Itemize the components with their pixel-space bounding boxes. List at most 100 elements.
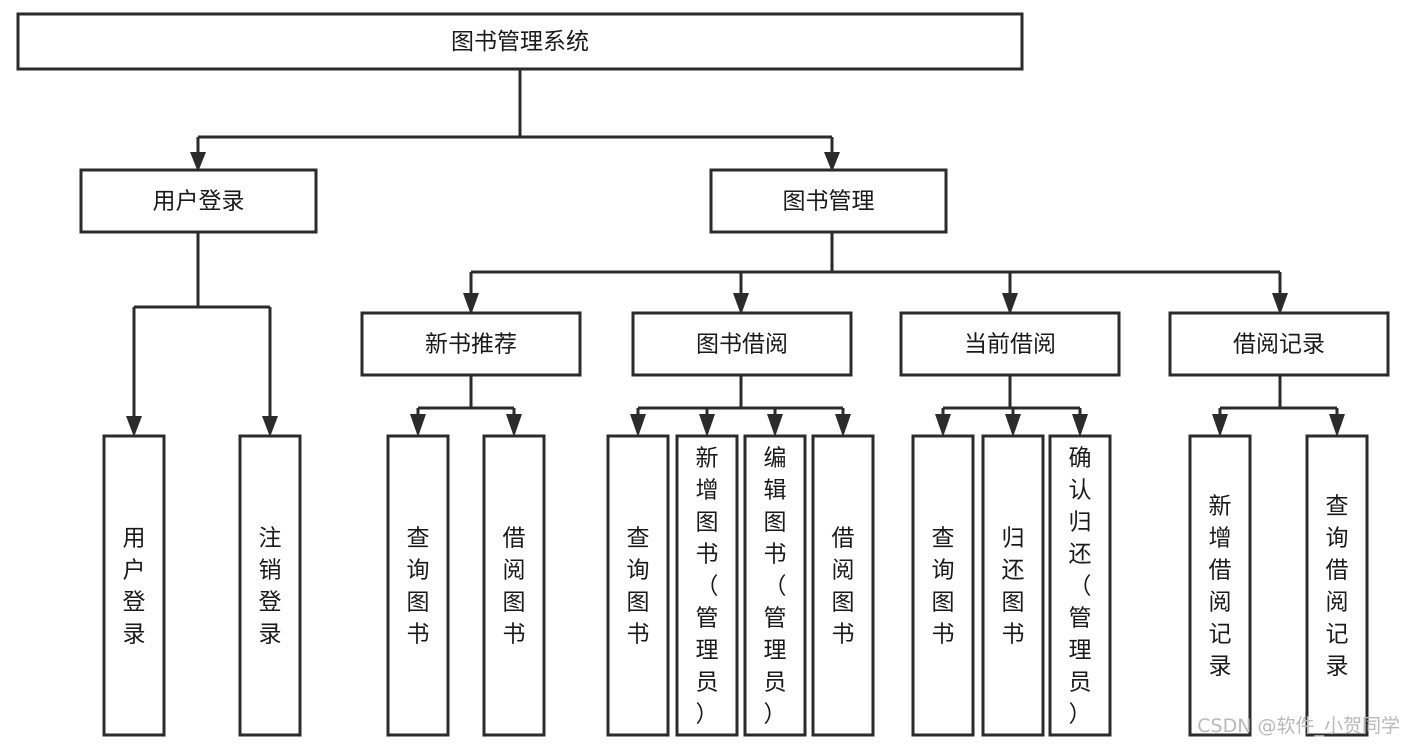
- node-label-char: 图: [932, 590, 955, 616]
- node-box-leaf-logout[interactable]: [238, 434, 302, 737]
- node-box-leaf-add-record[interactable]: [1188, 434, 1252, 737]
- node-label-char: 还: [1069, 542, 1092, 568]
- node-label-char: 新: [696, 446, 719, 472]
- node-box-leaf-user-login[interactable]: [102, 434, 166, 737]
- node-label-char: （: [696, 574, 719, 600]
- node-book-manage[interactable]: 图书管理: [709, 168, 948, 234]
- watermark-label: CSDN @软件_小贺同学: [1197, 715, 1400, 737]
- node-leaf-user-login[interactable]: 用户登录用户登录: [102, 434, 166, 737]
- node-label-char: 书: [627, 622, 650, 648]
- node-leaf-borrow-book-2[interactable]: 借阅图书借阅图书: [811, 434, 875, 737]
- node-label-char: 录: [259, 622, 282, 648]
- node-box-leaf-add-book[interactable]: [675, 434, 739, 737]
- node-label-char: 编: [764, 446, 787, 472]
- node-borrow-record[interactable]: 借阅记录: [1168, 311, 1390, 377]
- node-box-leaf-confirm-return[interactable]: [1048, 434, 1112, 737]
- node-box-book-manage[interactable]: [709, 168, 948, 234]
- arrow-head-leaf-add-book: [699, 414, 715, 437]
- node-label-char: 图: [407, 590, 430, 616]
- arrow-head-new-book-recommend: [463, 293, 479, 315]
- arrow-head-leaf-borrow-book-1: [506, 414, 522, 437]
- node-label-char: （: [1069, 574, 1092, 600]
- node-label-char: 理: [764, 638, 787, 664]
- arrow-head-leaf-add-record: [1212, 414, 1228, 437]
- node-label-char: 确: [1069, 446, 1092, 472]
- node-label-user-login: 用户登录: [153, 189, 245, 215]
- node-root[interactable]: 图书管理系统: [16, 12, 1024, 71]
- node-box-leaf-query-book-2[interactable]: [606, 434, 670, 737]
- node-label-char: 查: [1326, 494, 1349, 520]
- node-label-char: 录: [123, 622, 146, 648]
- arrow-head-leaf-logout: [262, 416, 278, 437]
- node-box-leaf-borrow-book-2[interactable]: [811, 434, 875, 737]
- node-label-char: 管: [1069, 606, 1092, 632]
- node-label-char: 书: [407, 622, 430, 648]
- node-label-char: ）: [696, 702, 719, 728]
- node-label-char: 图: [696, 510, 719, 536]
- node-box-current-borrow[interactable]: [899, 311, 1121, 377]
- node-label-char: 询: [1326, 526, 1349, 552]
- node-box-leaf-query-record[interactable]: [1305, 434, 1369, 737]
- node-label-char: 借: [1326, 558, 1349, 584]
- node-leaf-query-record[interactable]: 查询借阅记录查询借阅记录: [1305, 434, 1369, 737]
- node-label-char: 增: [696, 478, 719, 504]
- arrow-head-borrow-record: [1272, 293, 1288, 315]
- arrow-head-leaf-user-login: [126, 416, 142, 437]
- node-box-root[interactable]: [16, 12, 1024, 71]
- arrow-head-leaf-query-book-3: [935, 414, 951, 437]
- node-label-current-borrow: 当前借阅: [964, 332, 1056, 358]
- node-label-borrow-record: 借阅记录: [1233, 332, 1325, 358]
- node-label-char: 管: [764, 606, 787, 632]
- node-label-char: 图: [627, 590, 650, 616]
- node-label-char: 归: [1069, 510, 1092, 536]
- node-box-leaf-return-book[interactable]: [981, 434, 1045, 737]
- arrow-head-book-manage: [824, 152, 840, 172]
- node-label-char: 阅: [1209, 590, 1232, 616]
- node-box-leaf-query-book-1[interactable]: [386, 434, 450, 737]
- node-current-borrow[interactable]: 当前借阅: [899, 311, 1121, 377]
- node-label-char: 书: [764, 542, 787, 568]
- node-label-char: ）: [1069, 702, 1092, 728]
- node-label-char: 借: [1209, 558, 1232, 584]
- node-layer: 图书管理系统用户登录图书管理新书推荐图书借阅当前借阅借阅记录用户登录用户登录注销…: [16, 12, 1390, 737]
- node-label-char: 借: [503, 526, 526, 552]
- arrow-head-leaf-query-book-2: [630, 414, 646, 437]
- node-box-leaf-edit-book[interactable]: [743, 434, 807, 737]
- node-box-book-borrow[interactable]: [631, 311, 853, 377]
- node-leaf-borrow-book-1[interactable]: 借阅图书借阅图书: [482, 434, 546, 737]
- node-leaf-add-record[interactable]: 新增借阅记录新增借阅记录: [1188, 434, 1252, 737]
- node-label-char: 查: [407, 526, 430, 552]
- node-label-char: 图: [832, 590, 855, 616]
- node-label-char: 员: [696, 670, 719, 696]
- node-label-root: 图书管理系统: [451, 29, 589, 55]
- node-leaf-logout[interactable]: 注销登录注销登录: [238, 434, 302, 737]
- node-label-book-manage: 图书管理: [783, 189, 875, 215]
- node-box-user-login[interactable]: [79, 168, 318, 234]
- node-box-new-book-recommend[interactable]: [360, 311, 582, 377]
- node-leaf-return-book[interactable]: 归还图书归还图书: [981, 434, 1045, 737]
- node-label-char: 图: [503, 590, 526, 616]
- node-label-char: 询: [627, 558, 650, 584]
- node-label-char: 注: [259, 526, 282, 552]
- node-label-char: 员: [1069, 670, 1092, 696]
- node-box-leaf-borrow-book-1[interactable]: [482, 434, 546, 737]
- node-new-book-recommend[interactable]: 新书推荐: [360, 311, 582, 377]
- node-user-login[interactable]: 用户登录: [79, 168, 318, 234]
- node-book-borrow[interactable]: 图书借阅: [631, 311, 853, 377]
- node-box-leaf-query-book-3[interactable]: [911, 434, 975, 737]
- node-leaf-query-book-1[interactable]: 查询图书查询图书: [386, 434, 450, 737]
- node-label-char: 书: [503, 622, 526, 648]
- connector-layer: [126, 69, 1345, 437]
- node-leaf-query-book-2[interactable]: 查询图书查询图书: [606, 434, 670, 737]
- arrow-head-user-login: [190, 152, 206, 172]
- node-label-char: 登: [259, 590, 282, 616]
- node-label-char: 书: [696, 542, 719, 568]
- node-label-char: 员: [764, 670, 787, 696]
- node-label-char: 辑: [764, 478, 787, 504]
- node-leaf-query-book-3[interactable]: 查询图书查询图书: [911, 434, 975, 737]
- node-box-borrow-record[interactable]: [1168, 311, 1390, 377]
- node-label-char: 阅: [832, 558, 855, 584]
